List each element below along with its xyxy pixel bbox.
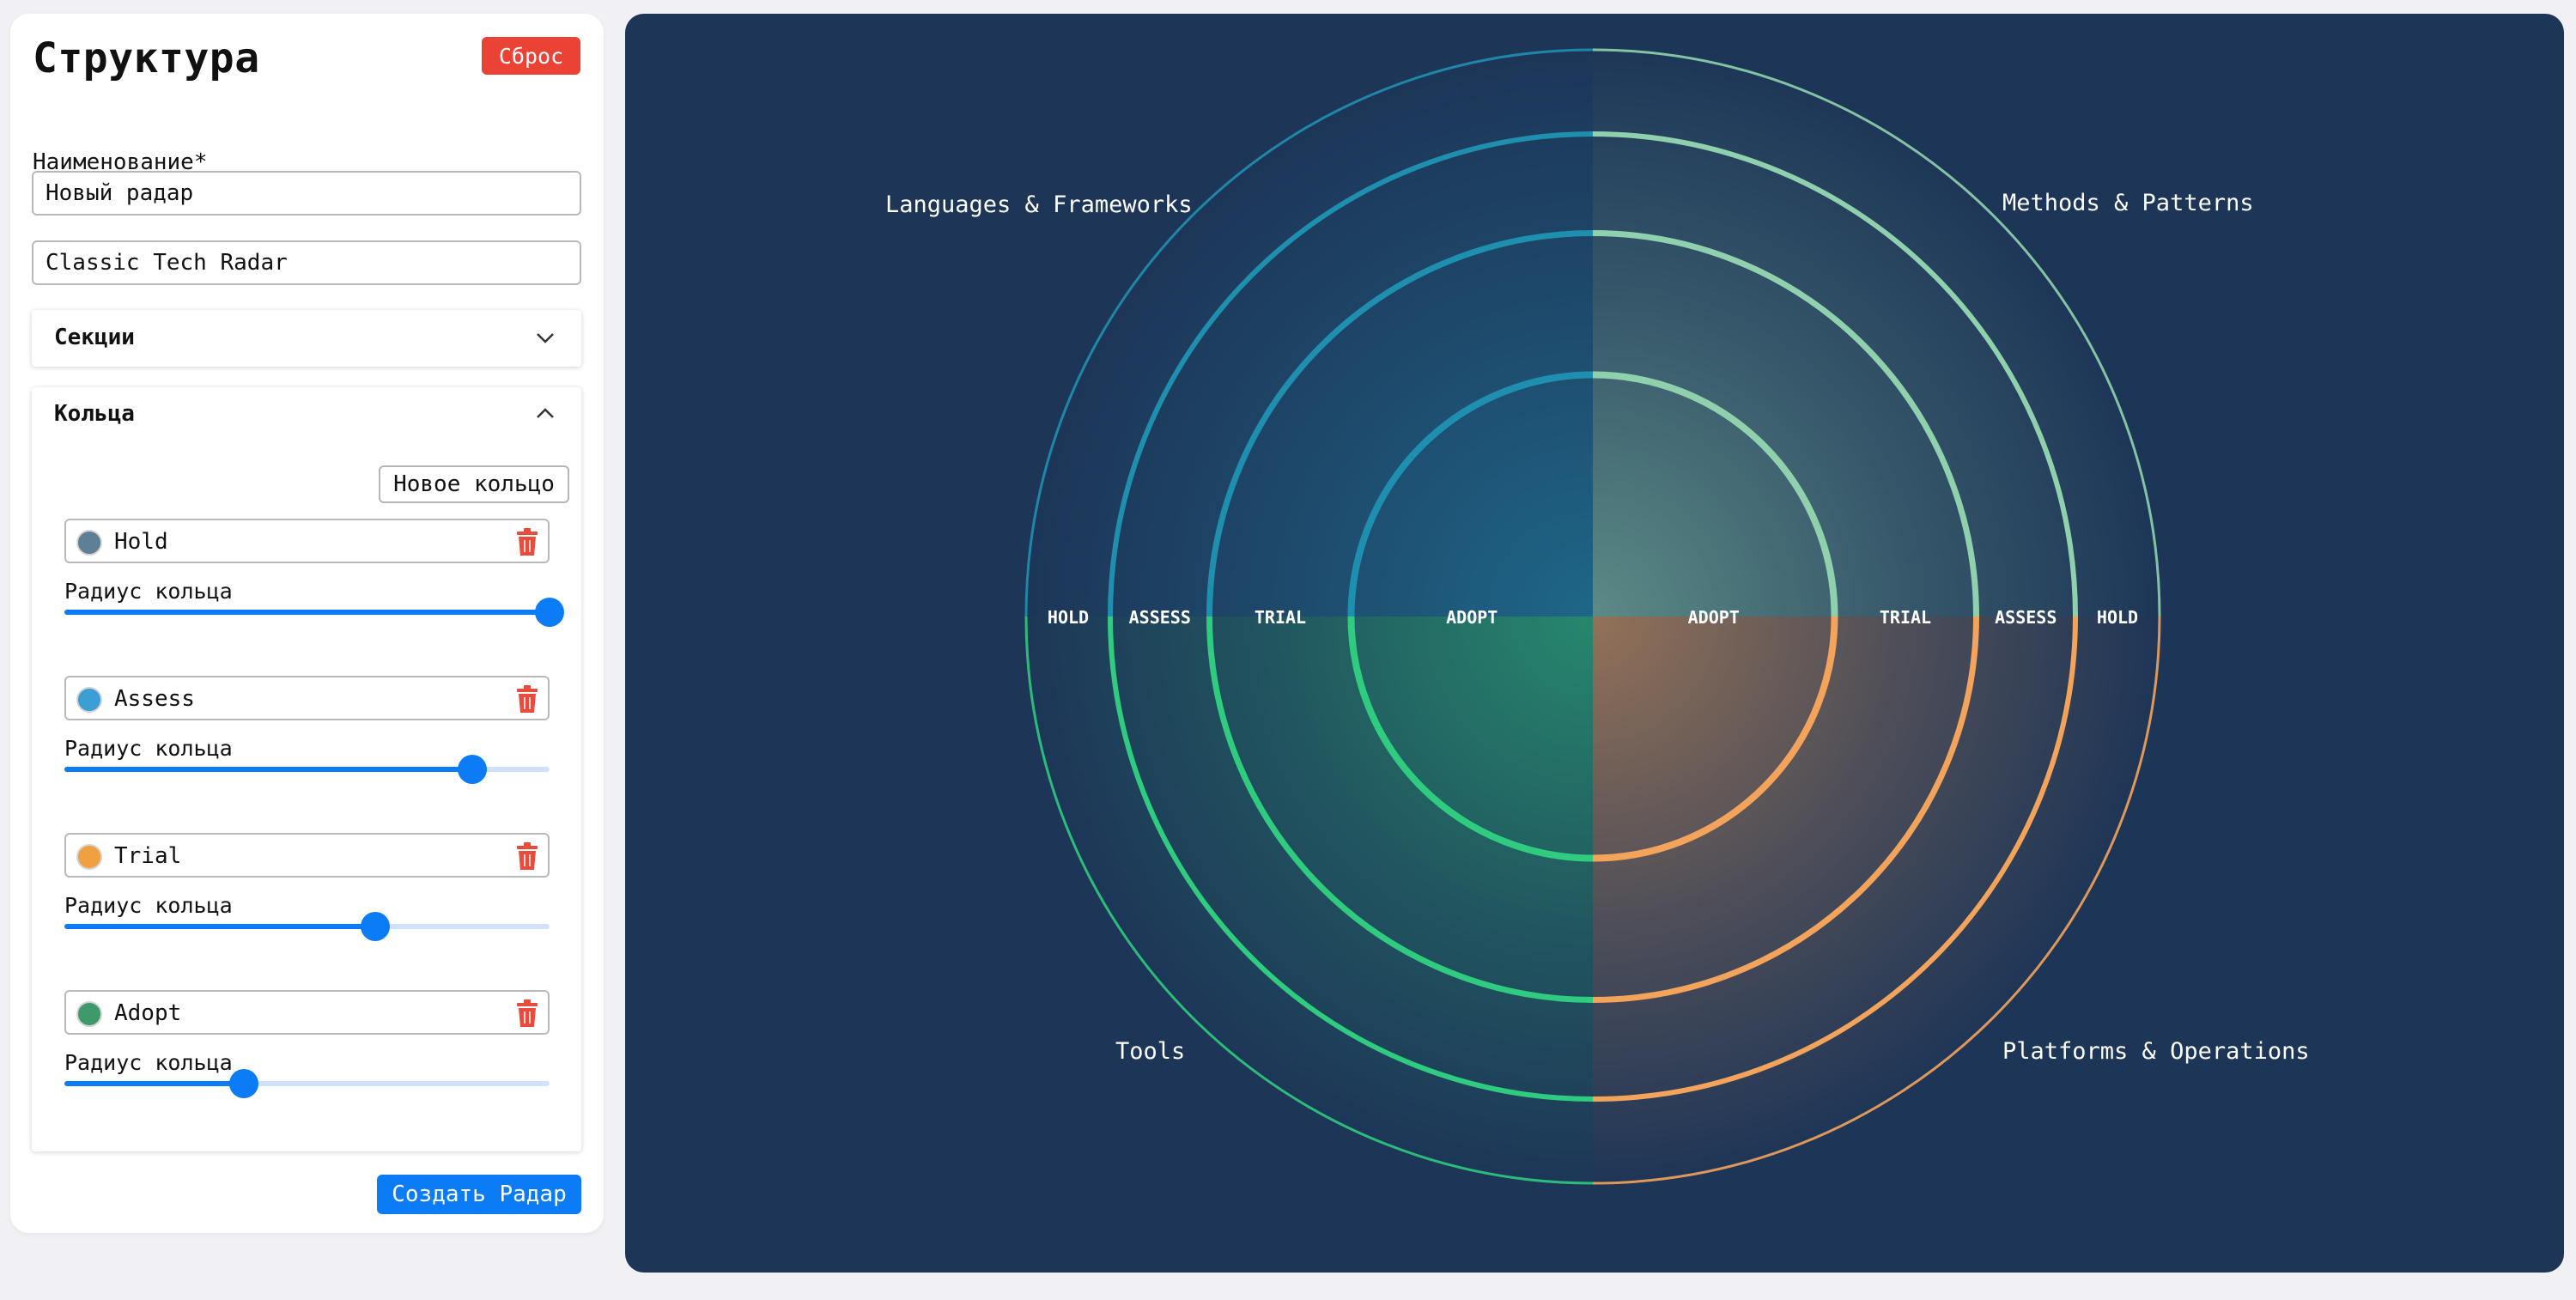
ring-radius-label: Радиус кольца — [64, 1050, 233, 1075]
trash-icon[interactable] — [515, 684, 539, 714]
radar-preview: ADOPT ADOPT TRIAL TRIAL ASSESS ASSESS HOLD HOLD… — [625, 14, 2564, 1273]
ring-name: Assess — [114, 686, 195, 712]
ring-arc — [1592, 616, 2078, 1102]
ring-label: HOLD — [1048, 607, 1089, 628]
ring-color-swatch[interactable] — [76, 1001, 102, 1027]
trash-icon[interactable] — [515, 841, 539, 871]
slider-thumb[interactable] — [229, 1069, 259, 1098]
ring-radius-slider[interactable] — [64, 755, 550, 784]
slider-thumb[interactable] — [535, 598, 564, 627]
quadrant-label: Methods & Patterns — [2002, 190, 2254, 216]
radar-chart: ADOPT ADOPT TRIAL TRIAL ASSESS ASSESS HOLD HOLD… — [885, 48, 2310, 1185]
ring-label: HOLD — [2097, 607, 2138, 628]
ring-name-field[interactable]: Assess — [64, 676, 550, 720]
ring-arc — [1592, 230, 1979, 617]
ring-color-swatch[interactable] — [76, 530, 102, 556]
sections-accordion-title: Секции — [54, 325, 135, 350]
new-ring-button[interactable]: Новое кольцо — [379, 465, 569, 503]
slider-thumb[interactable] — [457, 755, 487, 784]
quadrant-label: Platforms & Operations — [2002, 1038, 2310, 1065]
quadrant-sector — [1593, 617, 2160, 1183]
ring-label: TRIAL — [1880, 607, 1931, 628]
ring-arc — [1592, 371, 1838, 617]
ring-name-field[interactable]: Adopt — [64, 990, 550, 1035]
ring-arc — [1206, 616, 1594, 1003]
trash-icon[interactable] — [515, 999, 539, 1028]
ring-label: ADOPT — [1688, 607, 1740, 628]
ring-arc — [1108, 131, 1594, 617]
ring-color-swatch[interactable] — [76, 687, 102, 713]
ring-label: TRIAL — [1255, 607, 1306, 628]
reset-button[interactable]: Сброс — [482, 37, 580, 75]
slider-fill — [64, 767, 472, 772]
ring-radius-slider[interactable] — [64, 598, 564, 627]
page-title: Структура — [33, 34, 260, 82]
ring-radius-slider[interactable] — [64, 912, 550, 941]
ring-radius-label: Радиус кольца — [64, 579, 233, 604]
ring-name: Adopt — [114, 1000, 182, 1026]
quadrant-label: Tools — [1115, 1038, 1185, 1065]
ring-arc — [1592, 616, 1838, 862]
ring-radius-label: Радиус кольца — [64, 736, 233, 761]
rings-accordion-title[interactable]: Кольца — [54, 401, 135, 427]
chevron-down-icon — [537, 333, 554, 343]
ring-color-swatch[interactable] — [76, 844, 102, 870]
ring-name: Trial — [114, 843, 182, 869]
ring-arc — [1592, 131, 2078, 617]
radar-subtitle-input[interactable] — [32, 240, 581, 285]
quadrant-sector — [1026, 50, 1593, 617]
trash-icon[interactable] — [515, 527, 539, 556]
sections-accordion[interactable]: Секции — [32, 310, 581, 367]
slider-fill — [64, 1081, 245, 1086]
ring-arc — [1592, 48, 2161, 617]
ring-name-field[interactable]: Hold — [64, 519, 550, 563]
ring-arc — [1024, 48, 1594, 617]
slider-fill — [64, 924, 375, 929]
ring-arc — [1347, 371, 1594, 617]
structure-panel: Структура Сброс Наименование* Секции Кол… — [10, 14, 604, 1233]
ring-label: ADOPT — [1446, 607, 1498, 628]
ring-arc — [1347, 616, 1594, 862]
ring-arc — [1592, 616, 1979, 1003]
quadrant-label: Languages & Frameworks — [885, 191, 1193, 218]
create-radar-button[interactable]: Создать Радар — [377, 1175, 581, 1214]
chevron-up-icon[interactable] — [535, 406, 556, 420]
slider-thumb[interactable] — [360, 912, 390, 941]
ring-radius-slider[interactable] — [64, 1069, 550, 1098]
radar-name-input[interactable] — [32, 171, 581, 216]
ring-arc — [1108, 616, 1594, 1102]
quadrant-sector — [1026, 617, 1593, 1183]
ring-arc — [1024, 616, 1594, 1185]
ring-arc — [1592, 616, 2161, 1185]
ring-label: ASSESS — [1995, 607, 2057, 628]
slider-fill — [64, 610, 550, 615]
ring-name: Hold — [114, 529, 168, 555]
ring-arc — [1206, 230, 1594, 617]
ring-radius-label: Радиус кольца — [64, 893, 233, 918]
ring-label: ASSESS — [1129, 607, 1191, 628]
ring-name-field[interactable]: Trial — [64, 833, 550, 878]
quadrant-sector — [1593, 50, 2160, 617]
